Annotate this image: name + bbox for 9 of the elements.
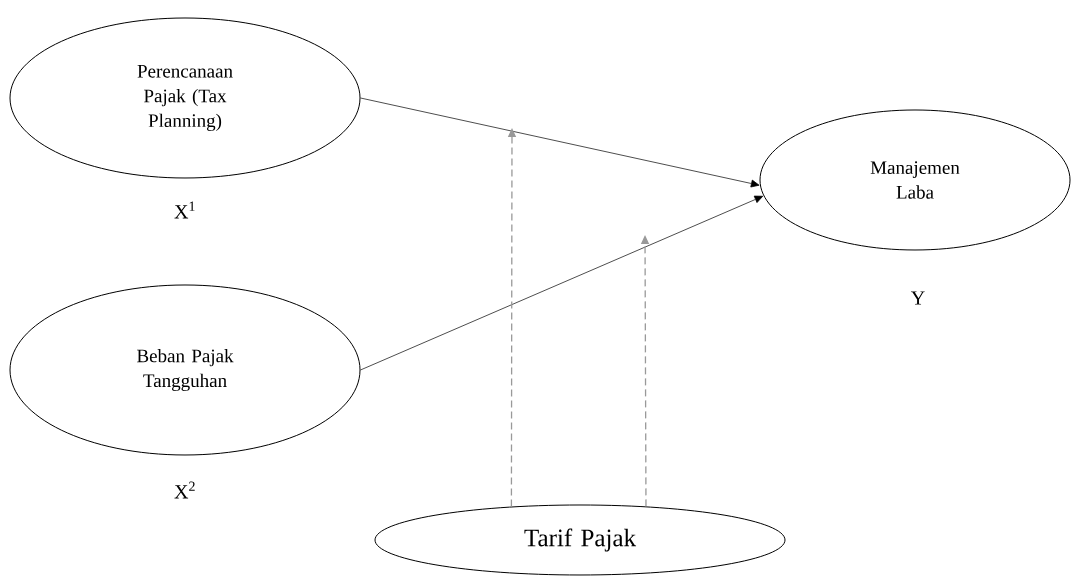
- ellipse-node: Manajemen Laba: [759, 109, 1071, 251]
- arrow: [360, 97, 760, 188]
- variable-label: X$^{2}$: [174, 481, 195, 499]
- ellipse-node: Perencanaan Pajak (Tax Planning): [9, 17, 361, 179]
- variable-label: Y: [911, 291, 925, 305]
- ellipse-node: Tarif Pajak: [374, 504, 786, 576]
- arrow: [360, 195, 764, 371]
- variable-label: X$^{1}$: [174, 201, 195, 219]
- ellipse-node: Beban Pajak Tangguhan: [9, 284, 361, 456]
